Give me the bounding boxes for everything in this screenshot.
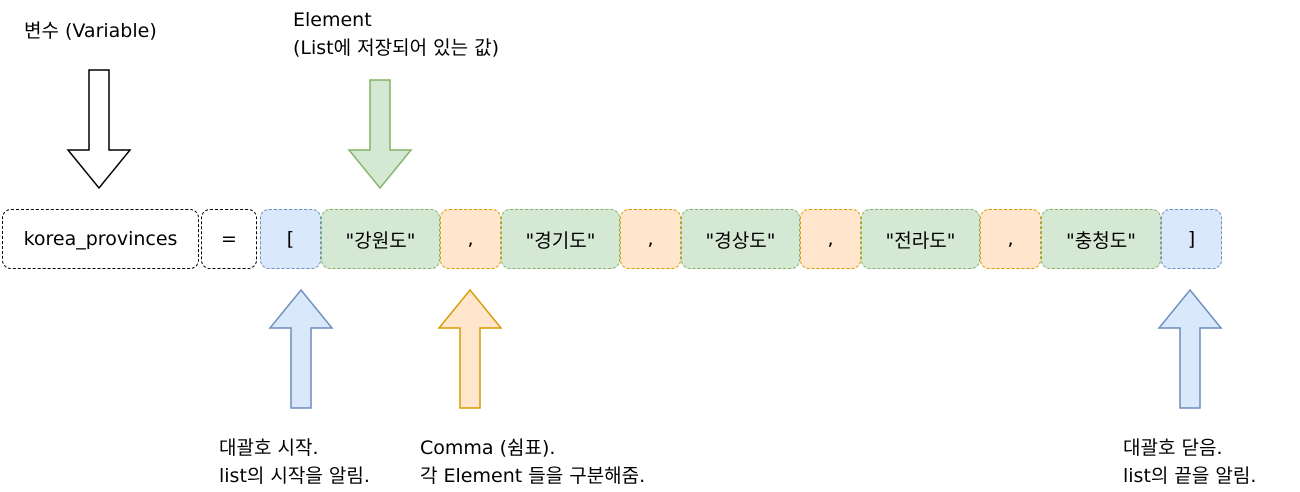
close-bracket-label: 대괄호 닫음. list의 끝을 알림.	[1123, 434, 1256, 490]
element-box-2: "경기도"	[501, 209, 620, 269]
comma-label-line2: 각 Element 들을 구분해줌.	[420, 465, 646, 487]
comma-label: Comma (쉼표). 각 Element 들을 구분해줌.	[420, 434, 645, 490]
equals-box: =	[201, 209, 257, 269]
comma-label-line1: Comma (쉼표).	[420, 437, 556, 459]
comma-box-1: ,	[440, 209, 501, 269]
element-box-5: "충청도"	[1041, 209, 1161, 269]
element-box-3: "경상도"	[681, 209, 800, 269]
open-bracket-label-line2: list의 시작을 알림.	[219, 465, 370, 487]
comma-box-4: ,	[980, 209, 1041, 269]
open-bracket-label: 대괄호 시작. list의 시작을 알림.	[219, 434, 370, 490]
open-bracket-up-arrow	[268, 288, 334, 409]
element-label-title: Element	[293, 9, 372, 31]
open-bracket-label-line1: 대괄호 시작.	[219, 437, 319, 459]
open-bracket-box: [	[260, 209, 321, 269]
variable-name-box: korea_provinces	[2, 209, 199, 269]
element-box-1: "강원도"	[321, 209, 440, 269]
element-down-arrow	[347, 79, 413, 190]
close-bracket-up-arrow	[1157, 288, 1223, 409]
variable-label: 변수 (Variable)	[24, 20, 157, 42]
element-label-desc: (List에 저장되어 있는 값)	[293, 37, 499, 59]
comma-up-arrow	[437, 288, 503, 409]
element-label: Element (List에 저장되어 있는 값)	[293, 6, 499, 62]
comma-box-3: ,	[800, 209, 861, 269]
close-bracket-label-line1: 대괄호 닫음.	[1123, 437, 1223, 459]
close-bracket-label-line2: list의 끝을 알림.	[1123, 465, 1257, 487]
element-box-4: "전라도"	[861, 209, 980, 269]
comma-box-2: ,	[620, 209, 681, 269]
variable-down-arrow	[66, 69, 132, 190]
close-bracket-box: ]	[1161, 209, 1222, 269]
